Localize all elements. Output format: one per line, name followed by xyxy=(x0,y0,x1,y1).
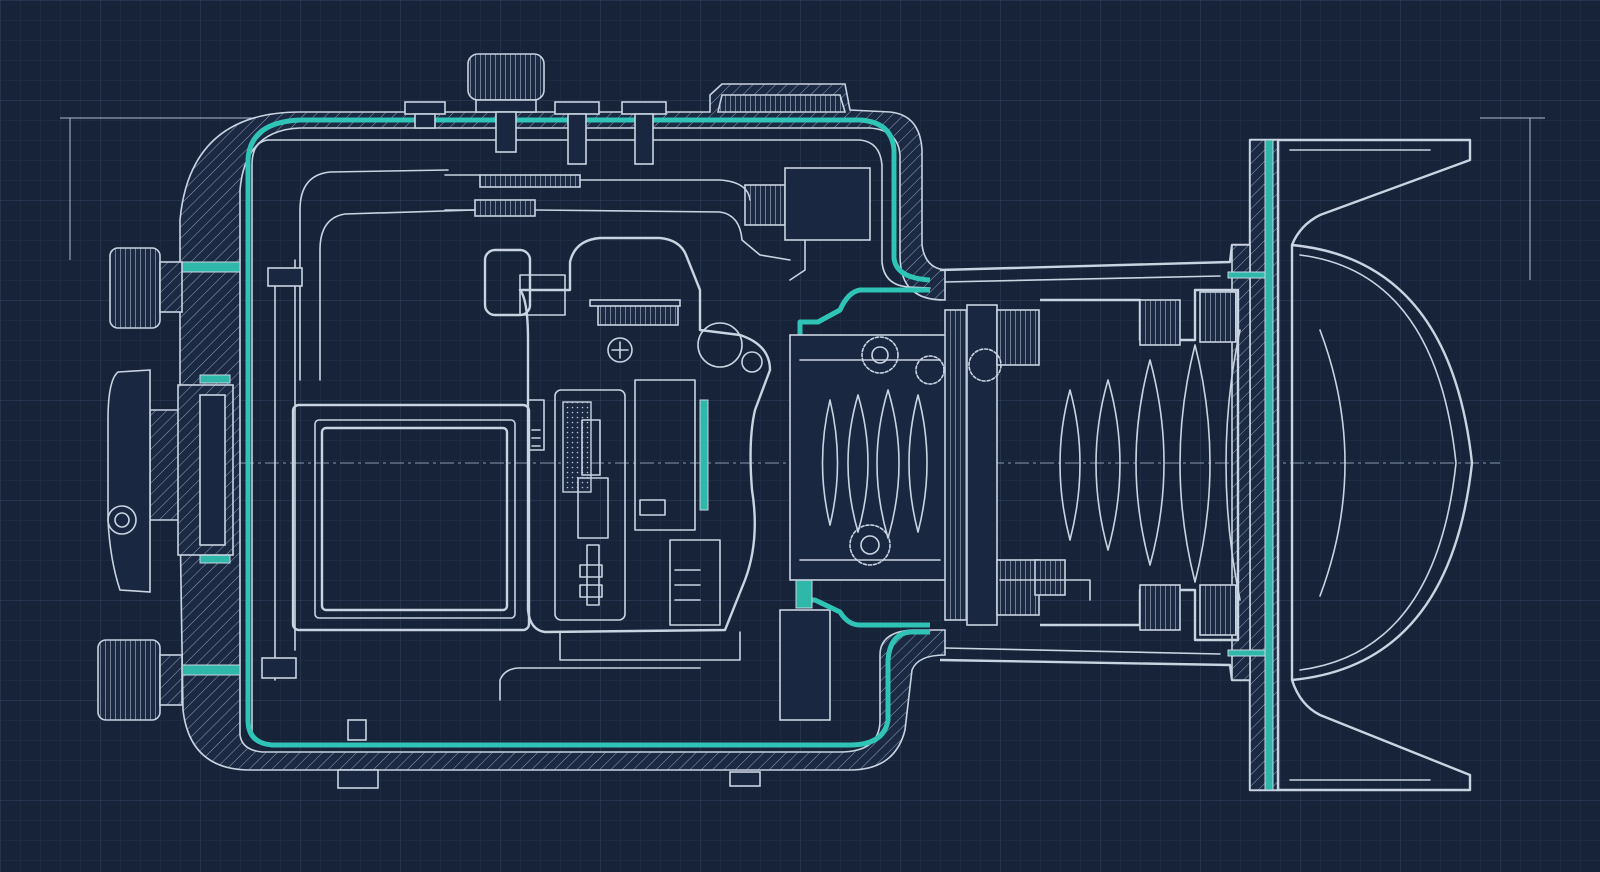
zoom-gear xyxy=(944,309,968,621)
lens-barrel xyxy=(789,288,1240,642)
housing-body xyxy=(149,83,1280,792)
viewfinder xyxy=(483,248,532,317)
lcd-screen xyxy=(291,403,531,632)
side-control-knobs xyxy=(97,247,234,721)
top-control-knob xyxy=(261,53,871,681)
lens-elements xyxy=(821,329,1241,601)
dome-port xyxy=(1291,243,1474,682)
